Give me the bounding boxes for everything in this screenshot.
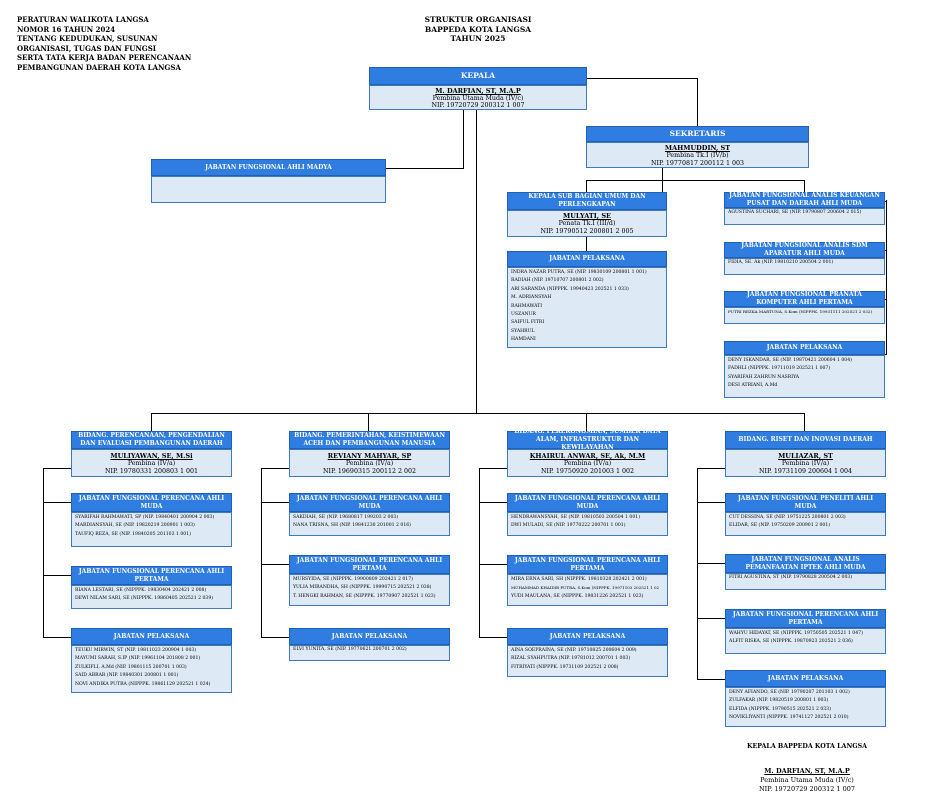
fungsional-madya-box <box>151 176 386 203</box>
b4-iptek-box: FITRI AGUSTINA, ST (NIP. 19790828 200504… <box>725 573 886 590</box>
b2-pelaksana-box: ELVI YUNITA, SE (NIP. 19770621 200701 2 … <box>289 645 450 661</box>
b4-pertama-header: JABATAN FUNGSIONAL PERENCANA AHLI PERTAM… <box>725 609 886 628</box>
signature-nip: NIP. 19720729 200312 1 007 <box>758 785 856 793</box>
sek-sdm-header: JABATAN FUNGSIONAL ANALIS SDM APARATUR A… <box>724 242 885 258</box>
bidang4-header: BIDANG. RISET DAN INOVASI DAERAH <box>725 431 886 449</box>
b3-muda-header: JABATAN FUNGSIONAL PERENCANA AHLI MUDA <box>507 493 668 512</box>
sekretaris-nip: NIP. 19770817 200112 1 003 <box>650 160 745 167</box>
b3-pertama-header: JABATAN FUNGSIONAL PERENCANA AHLI PERTAM… <box>507 555 668 574</box>
b1-pelaksana-box: TEUKU MIRWIN, ST (NIP. 19811023 200904 1… <box>71 645 232 693</box>
sek-pelaksana-list: INDRA NAZAR PUTRA, SE (NIP. 19830109 200… <box>511 270 647 343</box>
sekretaris-rank: Pembina Tk.I (IV/b) <box>666 152 729 159</box>
b2-pertama-box: MURSYIDA, SE (NIPPPK. 19900809 202421 2 … <box>289 574 450 606</box>
b1-muda-box: SYARIFAH RAHMAWATI, SP (NIP. 19840401 20… <box>71 512 232 547</box>
bidang1-box: MULIYAWAN, SE, M.Si Pembina (IV/a) NIP. … <box>71 449 232 477</box>
sek-komputer-header: JABATAN FUNGSIONAL PRANATA KOMPUTER AHLI… <box>724 291 885 307</box>
kepala-header: KEPALA <box>369 67 587 85</box>
bidang2-header: BIDANG. PEMERINTAHAN, KEISTIMEWAAN ACEH … <box>289 431 450 449</box>
b4-peneliti-box: CUT DESSINA, SE (NIP. 19751225 200801 2 … <box>725 512 886 536</box>
b2-pertama-header: JABATAN FUNGSIONAL PERENCANA AHLI PERTAM… <box>289 555 450 574</box>
signature-block: KEPALA BAPPEDA KOTA LANGSA M. DARFIAN, S… <box>720 743 894 793</box>
page-title: STRUKTUR ORGANISASI BAPPEDA KOTA LANGSA … <box>424 15 532 43</box>
b4-pelaksana-header: JABATAN PELAKSANA <box>725 670 886 687</box>
kasubag-box: MULYATI, SE Penata Tk.I (III/d) NIP. 197… <box>507 210 667 237</box>
b2-muda-header: JABATAN FUNGSIONAL PERENCANA AHLI MUDA <box>289 493 450 512</box>
b4-peneliti-header: JABATAN FUNGSIONAL PENELITI AHLI MUDA <box>725 493 886 512</box>
sekretaris-box: MAHMUDDIN, ST Pembina Tk.I (IV/b) NIP. 1… <box>586 142 809 168</box>
sek-sdm-box: FIDIA, SE. Ak (NIP. 19810210 200504 2 00… <box>724 258 885 275</box>
b4-pelaksana-box: DENY AFIANDO, SE (NIP. 19790207 201103 1… <box>725 687 886 727</box>
b1-pertama-box: RIANA LESTARI, SE (NIPPPK. 19830404 2024… <box>71 585 232 609</box>
sekretaris-name: MAHMUDDIN, ST <box>664 144 731 152</box>
b4-pertama-box: WAHYU HIDAYAT, SE (NIPPPK. 19750505 2025… <box>725 628 886 654</box>
fungsional-madya-header: JABATAN FUNGSIONAL AHLI MADYA <box>151 159 386 176</box>
kepala-box: M. DARFIAN, ST, M.A.P Pembina Utama Muda… <box>369 85 587 110</box>
sek-pelaksana-header: JABATAN PELAKSANA <box>507 251 667 267</box>
b1-pertama-header: JABATAN FUNGSIONAL PERENCANA AHLI PERTAM… <box>71 566 232 585</box>
b1-muda-header: JABATAN FUNGSIONAL PERENCANA AHLI MUDA <box>71 493 232 512</box>
b4-iptek-header: JABATAN FUNGSIONAL ANALIS PEMANFAATAN IP… <box>725 554 886 573</box>
bidang3-box: KHAIRUL ANWAR, SE, Ak, M.M Pembina (IV/a… <box>507 449 668 477</box>
kasubag-nip: NIP. 19790512 200801 2 005 <box>540 228 634 235</box>
sek-pelaksana2-box: DENY ISKANDAR, SE (NIP. 19870421 200604 … <box>724 355 885 398</box>
signature-name: M. DARFIAN, ST, M.A.P <box>764 767 850 775</box>
sek-keuangan-header: JABATAN FUNGSIONAL ANALIS KEUANGAN PUSAT… <box>724 192 885 208</box>
b3-pertama-box: MIRA ERNA SARI, SH (NIPPPK. 19810328 202… <box>507 574 668 606</box>
sekretaris-header: SEKRETARIS <box>586 126 809 142</box>
bidang1-header: BIDANG. PERENCANAAN, PENGENDALIAN DAN EV… <box>71 431 232 449</box>
bidang3-header: BIDANG. PEREKONOMIAN, SUMBER DAYA ALAM, … <box>507 428 668 451</box>
b1-pelaksana-header: JABATAN PELAKSANA <box>71 628 232 645</box>
b2-muda-box: SAKDIAH, SE (NIP. 19680817 199203 2 003)… <box>289 512 450 536</box>
bidang2-box: REVIANY MAHYAR, SP Pembina (IV/a) NIP. 1… <box>289 449 450 477</box>
sek-pelaksana-box: INDRA NAZAR PUTRA, SE (NIP. 19830109 200… <box>507 267 667 348</box>
kasubag-name: MULYATI, SE <box>563 212 611 220</box>
kasubag-header: KEPALA SUB BAGIAN UMUM DAN PERLENGKAPAN <box>507 192 667 210</box>
kepala-rank: Pembina Utama Muda (IV/c) <box>432 95 524 102</box>
regulation-reference: PERATURAN WALIKOTA LANGSA NOMOR 16 TAHUN… <box>17 15 192 72</box>
sek-komputer-box: PUTRI REZKA MARTUNA, S.Kom (NIPPPK. 1993… <box>724 307 885 324</box>
bidang4-box: MULIAZAR, ST Pembina (IV/a) NIP. 1973110… <box>725 449 886 477</box>
signature-rank: Pembina Utama Muda (IV/c) <box>760 776 854 784</box>
kasubag-rank: Penata Tk.I (III/d) <box>558 220 616 227</box>
b2-pelaksana-header: JABATAN PELAKSANA <box>289 628 450 645</box>
signature-title: KEPALA BAPPEDA KOTA LANGSA <box>746 743 868 750</box>
sek-pelaksana2-header: JABATAN PELAKSANA <box>724 341 885 355</box>
kepala-nip: NIP. 19720729 200312 1 007 <box>431 102 525 109</box>
kepala-name: M. DARFIAN, ST, M.A.P <box>435 87 521 95</box>
b3-pelaksana-box: AINA SOEPRAINA, SE (NIP. 19710825 200604… <box>507 645 668 677</box>
b3-muda-box: HENDRAWANSYAH, SE (NIP. 19810503 200504 … <box>507 512 668 536</box>
sek-keuangan-box: AGUSTINA SUCHARI, SE (NIP. 19790807 2006… <box>724 208 885 225</box>
b3-pelaksana-header: JABATAN PELAKSANA <box>507 628 668 645</box>
